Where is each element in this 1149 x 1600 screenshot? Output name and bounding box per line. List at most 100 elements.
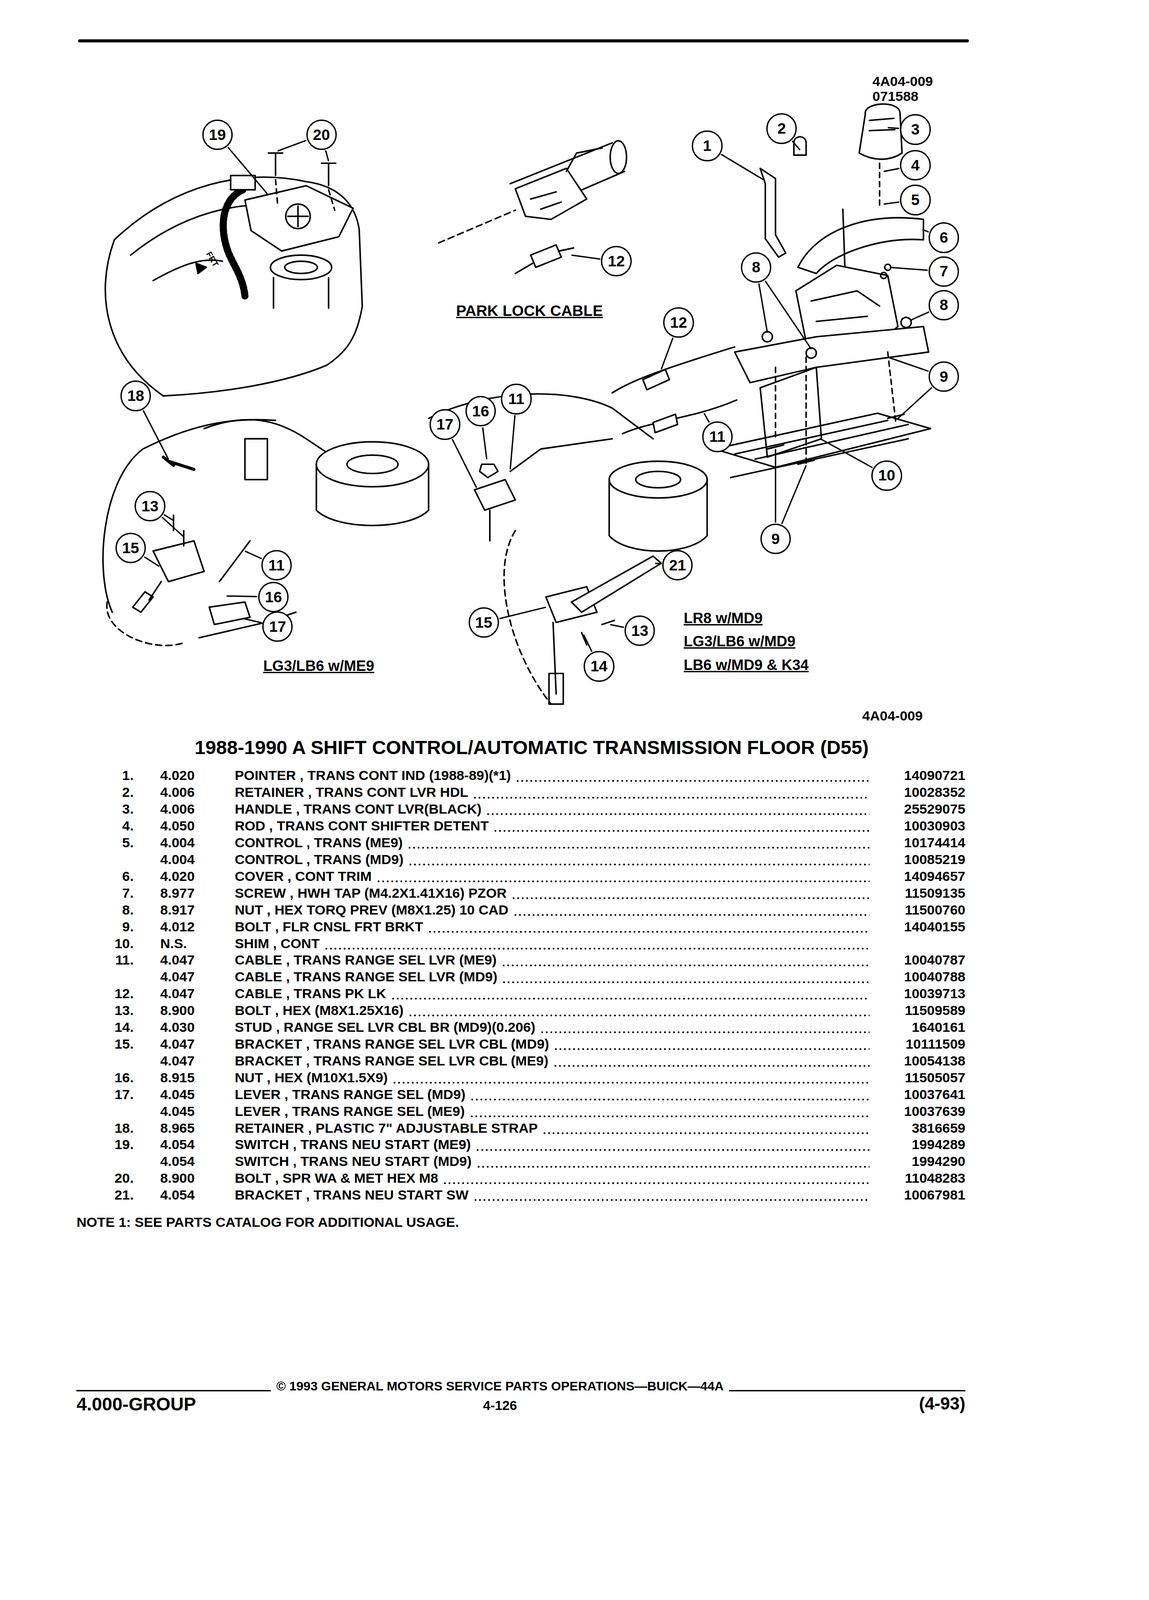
steering-column bbox=[515, 263, 533, 274]
transmission-housing bbox=[105, 177, 363, 396]
part-description: CABLE , TRANS PK LK bbox=[234, 985, 386, 1001]
group-number: 4.047 bbox=[159, 1036, 195, 1052]
dot-leader bbox=[392, 1081, 870, 1085]
part-number: 1640161 bbox=[911, 1019, 966, 1035]
leader-line bbox=[499, 607, 546, 619]
item-number: 3. bbox=[122, 801, 134, 817]
leader-line bbox=[242, 618, 262, 624]
callout-number: 13 bbox=[141, 498, 159, 515]
leader-line bbox=[922, 229, 930, 232]
neutral-start-switch bbox=[287, 205, 309, 227]
engine-bay-center bbox=[474, 479, 516, 510]
part-number: 10054138 bbox=[904, 1053, 966, 1069]
callout-number: 14 bbox=[590, 658, 608, 675]
dot-leader bbox=[476, 1165, 870, 1169]
callout-circle: 10 bbox=[871, 460, 902, 491]
group-number: 8.900 bbox=[159, 1170, 195, 1186]
group-number: 4.006 bbox=[159, 801, 195, 817]
shifter-assembly bbox=[880, 272, 887, 279]
leader-line bbox=[781, 465, 807, 525]
view-caption: LG3/LB6 w/MD9 bbox=[683, 633, 796, 650]
shift-knob bbox=[869, 118, 895, 131]
item-number: 19. bbox=[114, 1136, 134, 1152]
engine-bay-left bbox=[346, 454, 398, 474]
engine-bay-left bbox=[153, 540, 205, 582]
item-number: 21. bbox=[114, 1187, 134, 1203]
figure-date: 071588 bbox=[872, 88, 919, 104]
item-number: 9. bbox=[122, 919, 134, 935]
callout-number: 15 bbox=[122, 540, 140, 556]
part-description: HANDLE , TRANS CONT LVR(BLACK) bbox=[234, 801, 482, 817]
callout-circle: 18 bbox=[120, 380, 151, 411]
part-number: 11048283 bbox=[904, 1170, 966, 1186]
neutral-start-switch bbox=[275, 179, 335, 210]
shifter-assembly bbox=[760, 367, 822, 458]
part-number: 11505057 bbox=[904, 1069, 966, 1085]
leader-line bbox=[704, 413, 710, 423]
dot-leader bbox=[324, 947, 870, 950]
dot-leader bbox=[390, 997, 870, 1000]
part-description: BRACKET , TRANS RANGE SEL LVR CBL (ME9) bbox=[234, 1053, 549, 1069]
dot-leader bbox=[442, 1181, 870, 1185]
dot-leader bbox=[408, 1014, 870, 1017]
dot-leader bbox=[473, 1198, 870, 1202]
engine-bay-center bbox=[549, 622, 564, 705]
group-number: 4.012 bbox=[159, 919, 195, 935]
group-number: N.S. bbox=[159, 935, 187, 951]
callout-circle: 19 bbox=[202, 119, 233, 150]
group-number: 4.045 bbox=[159, 1103, 195, 1119]
view-caption: LB6 w/MD9 & K34 bbox=[683, 657, 809, 674]
part-description: CABLE , TRANS RANGE SEL LVR (MD9) bbox=[234, 969, 498, 985]
group-number: 8.917 bbox=[159, 902, 195, 918]
page-rule bbox=[79, 39, 968, 43]
rule-line bbox=[729, 1389, 966, 1392]
callout-circle: 13 bbox=[624, 615, 655, 646]
item-number: 5. bbox=[122, 834, 134, 850]
part-description: COVER , CONT TRIM bbox=[234, 868, 372, 884]
part-description: ROD , TRANS CONT SHIFTER DETENT bbox=[234, 818, 489, 834]
engine-bay-left bbox=[316, 441, 429, 487]
engine-bay-center bbox=[635, 471, 681, 488]
steering-column bbox=[610, 140, 627, 174]
engine-bay-center bbox=[571, 555, 662, 612]
transmission-housing bbox=[273, 277, 329, 309]
leader-line bbox=[887, 357, 929, 372]
part-number: 14040155 bbox=[904, 919, 966, 935]
callout-circle: 9 bbox=[760, 523, 791, 555]
part-description: SWITCH , TRANS NEU START (MD9) bbox=[234, 1153, 472, 1169]
steering-column bbox=[559, 248, 574, 252]
callout-number: 4 bbox=[911, 157, 920, 174]
group-number: 4.047 bbox=[159, 952, 195, 968]
dot-leader bbox=[515, 779, 870, 783]
callout-number: 6 bbox=[939, 229, 949, 246]
shift-knob bbox=[859, 104, 902, 160]
shifter-assembly bbox=[806, 348, 817, 359]
callout-number: 17 bbox=[436, 416, 454, 433]
callout-circle: 11 bbox=[261, 549, 292, 581]
neutral-start-switch bbox=[268, 153, 336, 186]
group-number: 4.050 bbox=[159, 818, 195, 834]
part-description: RETAINER , TRANS CONT LVR HDL bbox=[234, 784, 469, 800]
figure-number: 4A04-009 bbox=[862, 708, 923, 724]
dot-leader bbox=[542, 1131, 870, 1135]
rule-line bbox=[76, 1389, 271, 1392]
callout-circle: 16 bbox=[258, 581, 289, 613]
leader-line bbox=[889, 267, 928, 270]
dot-leader bbox=[469, 1098, 870, 1101]
part-number: 25529075 bbox=[904, 801, 966, 817]
leader-line bbox=[325, 150, 329, 162]
part-number: 11509589 bbox=[904, 1002, 966, 1018]
leader-line bbox=[720, 154, 764, 180]
item-number: 12. bbox=[114, 985, 134, 1001]
part-description: NUT , HEX TORQ PREV (M8X1.25) 10 CAD bbox=[234, 902, 509, 918]
part-number: 11500760 bbox=[904, 902, 966, 918]
callout-circle: 8 bbox=[928, 289, 960, 321]
callout-circle: 15 bbox=[468, 607, 500, 638]
group-number: 4.054 bbox=[159, 1153, 195, 1169]
engine-bay-center bbox=[510, 438, 613, 472]
engine-bay-left bbox=[173, 515, 184, 546]
callout-number: 9 bbox=[939, 369, 949, 385]
callout-circle: 12 bbox=[600, 245, 632, 277]
part-number: 14094657 bbox=[904, 868, 966, 884]
